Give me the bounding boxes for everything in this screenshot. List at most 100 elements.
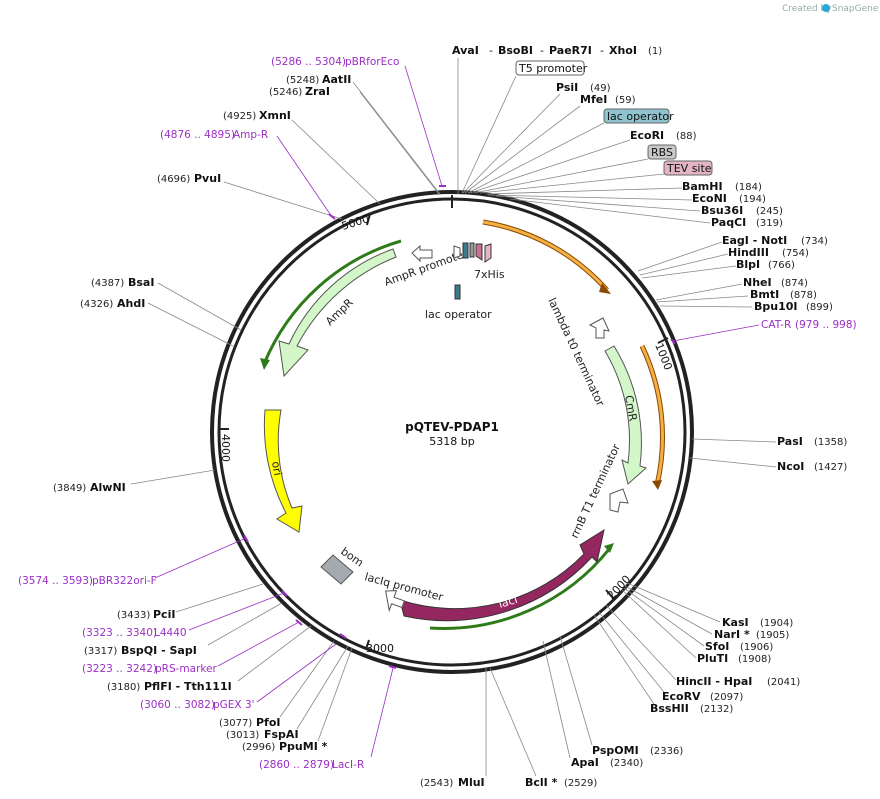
primer-l4440: L4440	[154, 627, 187, 639]
lac-operator-2-mark	[454, 284, 461, 300]
site-bmti: BmtI	[750, 288, 779, 301]
primer-amp-r: Amp-R	[233, 129, 268, 141]
site-bcli-position: (2529)	[564, 778, 597, 789]
site-mfei: MfeI	[580, 93, 607, 106]
tick-1000	[657, 337, 669, 344]
lac-operator-mark	[462, 242, 469, 259]
site-paer7i: PaeR7I	[549, 44, 592, 57]
laciq-promoter-label: lacIq promoter	[363, 570, 445, 604]
site-apai: ApaI	[571, 756, 599, 769]
site-bpu10i: Bpu10I	[754, 300, 798, 313]
rbs-mark	[469, 242, 475, 258]
site-bamhi-position: (184)	[735, 182, 762, 193]
site-hincii-hpai: HincII - HpaI	[676, 675, 752, 688]
site-bspqi-sapi-position: (3317)	[84, 646, 117, 657]
site-aatii: AatII	[322, 73, 351, 86]
site-nari: NarI *	[714, 628, 750, 641]
primer-cat-r: CAT-R	[761, 319, 791, 331]
ampr-arrow[interactable]	[278, 248, 397, 378]
laci-arrow[interactable]	[399, 528, 605, 622]
site-ncoi-position: (1427)	[814, 462, 847, 473]
site-bsai: BsaI	[128, 276, 154, 289]
site-eagi-noti: EagI - NotI	[722, 234, 787, 247]
rrnb-t1-terminator-label: rrnB T1 terminator	[568, 442, 623, 541]
primer-pgex-3: pGEX 3'	[213, 699, 255, 711]
site-bmti-position: (878)	[790, 290, 817, 301]
site-xmni-position: (4925)	[223, 111, 256, 122]
site-pluti: PluTI	[697, 652, 728, 665]
primer-laci-r: LacI-R	[332, 759, 364, 771]
ori-arrow[interactable]	[263, 409, 303, 533]
site-ncoi: NcoI	[777, 460, 804, 473]
tick-2000	[605, 589, 614, 599]
site-hindiii-position: (754)	[782, 248, 809, 259]
site-bcli: BclI *	[525, 776, 558, 789]
site-econi: EcoNI	[692, 192, 727, 205]
site-sfoi-position: (1906)	[740, 642, 773, 653]
site-nari-position: (1905)	[756, 630, 789, 641]
site-mfei-position: (59)	[615, 95, 636, 106]
green-orf-arc-bottom-head	[604, 543, 614, 553]
laciq-promoter-arrow[interactable]	[380, 587, 407, 614]
backbone-outer-ring	[210, 190, 694, 674]
tick-3000	[365, 639, 370, 650]
site-ahdi-position: (4326)	[80, 299, 113, 310]
plasmid-size: 5318 bp	[429, 435, 474, 448]
left-site-group: (5248) AatII (5246) ZraI (4925) XmnI (46…	[53, 73, 441, 753]
site-apai-position: (2340)	[610, 758, 643, 769]
site-paqci-position: (319)	[756, 218, 783, 229]
separator: -	[600, 44, 604, 57]
site-pvui: PvuI	[194, 172, 221, 185]
primer-prs-marker: pRS-marker	[155, 663, 218, 675]
boxed-label-tev-site: TEV site	[479, 160, 713, 194]
primer-prs-marker-range: (3223 .. 3242)	[82, 663, 157, 675]
primer-pbrforeco-range: (5286 .. 5304)	[271, 56, 346, 68]
site-pasi-position: (1358)	[814, 437, 847, 448]
svg-text:T5 promoter: T5 promoter	[518, 62, 588, 75]
site-pspomi: PspOMI	[592, 744, 639, 757]
tev-site-mark	[484, 243, 492, 263]
green-orf-arc-bottom	[429, 547, 612, 630]
site-avai: AvaI	[452, 44, 479, 57]
site-alwni-position: (3849)	[53, 483, 86, 494]
site-bsshii-position: (2132)	[700, 704, 733, 715]
lambda-t0-terminator-arrow[interactable]	[588, 317, 610, 339]
credit-brand: SnapGene	[832, 4, 879, 14]
svg-text:lac operator: lac operator	[607, 110, 674, 123]
site-pflfi-tth111i-position: (3180)	[107, 682, 140, 693]
primer-cat-r-range: (979 .. 998)	[795, 319, 857, 331]
bom-box[interactable]	[320, 554, 354, 585]
site-ecorv-position: (2097)	[710, 692, 743, 703]
separator: -	[489, 44, 493, 57]
site-hincii-hpai-position: (2041)	[767, 677, 800, 688]
site-pcii-position: (3433)	[117, 610, 150, 621]
site-psii: PsiI	[556, 81, 578, 94]
tick-label-4000: 4000	[219, 434, 232, 462]
primer-laci-r-range: (2860 .. 2879)	[259, 759, 334, 771]
rrnb-t1-terminator-arrow[interactable]	[609, 488, 629, 513]
site-xhoi-position: (1)	[648, 46, 662, 57]
lower-right-site-group: KasI (1904) NarI * (1905) SfoI (1906) Pl…	[542, 582, 800, 769]
site-ahdi: AhdI	[117, 297, 145, 310]
separator: -	[540, 44, 544, 57]
his-tag-label: 7xHis	[474, 268, 505, 281]
orf-arc-top	[482, 220, 609, 291]
ampr-promoter-arrow[interactable]	[411, 244, 433, 263]
site-ecorv: EcoRV	[662, 690, 701, 703]
laci-label: lacI	[497, 593, 519, 611]
svg-text:TEV site: TEV site	[666, 162, 712, 175]
his-tag-mark	[475, 243, 483, 261]
site-psii-position: (49)	[590, 83, 611, 94]
site-bsshii: BssHII	[650, 702, 689, 715]
ori-label: ori	[269, 460, 284, 476]
orf-arc-right-head	[652, 480, 662, 490]
credit-created-by: Created by	[782, 4, 832, 14]
site-mlui-position: (2543)	[420, 778, 453, 789]
site-xhoi: XhoI	[609, 44, 637, 57]
tick-5000	[366, 213, 371, 226]
site-zrai: ZraI	[305, 85, 330, 98]
site-pflfi-tth111i: PflFI - Tth111I	[144, 680, 232, 693]
cmr-arrow[interactable]	[604, 345, 647, 485]
svg-text:RBS: RBS	[651, 146, 673, 159]
